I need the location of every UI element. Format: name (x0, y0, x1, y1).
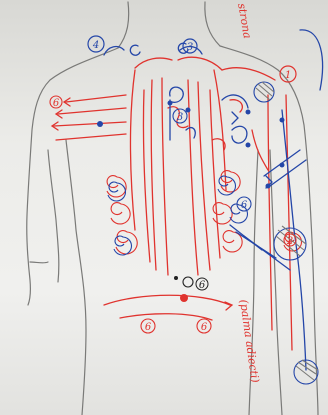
dot-arm-1 (280, 118, 285, 123)
spiral-left-mid (111, 203, 130, 224)
shoulder-arc-right (178, 57, 222, 70)
blue-arrow-1 (232, 112, 238, 124)
center-zig-3 (230, 100, 242, 112)
spiral-left-lower (116, 231, 137, 254)
shoulder-arc-left (135, 58, 172, 68)
dot-arm-2 (280, 163, 285, 168)
dot-center (168, 101, 173, 106)
neck-left (118, 2, 129, 48)
label-neck-right-text: 3 (187, 42, 193, 53)
label-neck-right: 3 (183, 39, 197, 53)
label-waist-right-text: 6 (199, 280, 206, 291)
left-stroke-2 (58, 108, 126, 114)
left-stroke-3 (54, 122, 126, 126)
diag-3 (244, 236, 290, 270)
blue-spiral-left-1 (108, 182, 125, 201)
neck-right (205, 2, 220, 46)
dot-right-1 (246, 110, 251, 115)
label-lower-left-text: 6 (145, 322, 152, 333)
label-neck-left-text: 4 (92, 40, 99, 51)
hatched-shoulder (254, 82, 274, 102)
note-right-side: (palma adiecti) (237, 299, 262, 384)
label-upper-center-text: 3 (177, 112, 183, 123)
left-arm-inner (48, 150, 59, 282)
note-top-right: strona (235, 2, 254, 39)
label-waist-right: 6 (196, 278, 208, 291)
dot-center-2 (186, 108, 191, 113)
label-neck-left: 4 (88, 36, 104, 52)
small-circle-lower (183, 277, 193, 287)
left-side-line (130, 70, 135, 230)
dot-arm-3 (266, 184, 271, 189)
label-lower-right-text: 6 (201, 322, 208, 333)
label-mid-right: 6 (237, 197, 251, 211)
label-mid-right-text: 6 (241, 200, 248, 211)
back-curl-1 (170, 87, 184, 102)
body-outline (27, 2, 318, 415)
left-stroke-4 (56, 134, 126, 140)
right-side-line (214, 70, 226, 190)
label-chest-left-text: 6 (53, 98, 60, 109)
dot-right-2 (246, 143, 251, 148)
label-lower-left: 6 (141, 319, 155, 333)
spiral-right-upper (221, 171, 240, 192)
back-curl-2 (186, 128, 195, 138)
neck-arc-left (104, 47, 124, 55)
dot-black-lower (174, 276, 178, 280)
arm-line-3 (252, 130, 268, 170)
lower-arc (104, 295, 230, 305)
right-curl (232, 126, 247, 143)
right-arm-inner (270, 150, 282, 415)
shoulder-arc-far (222, 68, 275, 80)
arm-line-1 (268, 95, 272, 330)
blue-spiral-left-2 (114, 236, 131, 255)
dots (97, 101, 285, 303)
circled-labels: 4 3 1 6 3 6 6 6 (50, 36, 296, 333)
lower-arc-2 (120, 314, 212, 320)
left-torso (66, 140, 86, 415)
left-stroke-1 (66, 95, 126, 102)
label-chest-left: 6 (50, 96, 62, 109)
arm-curve-right (300, 30, 323, 90)
label-shoulder-right-text: 1 (285, 70, 291, 81)
arm-line-2 (286, 95, 292, 350)
dot-red-lower (180, 294, 188, 302)
right-shoulder (220, 46, 318, 415)
label-lower-right: 6 (197, 319, 211, 333)
neck-spiral-left (130, 45, 140, 55)
spine-line-5 (143, 90, 150, 262)
spine-line-6 (210, 90, 220, 258)
blue-spiral-right-1 (218, 176, 235, 195)
blue-spirals (108, 176, 247, 255)
spine-line-4 (198, 82, 210, 270)
label-upper-center: 3 (173, 109, 187, 123)
spine-line-2 (162, 78, 168, 275)
left-wrist-mark (30, 262, 48, 263)
left-shoulder (27, 48, 118, 305)
dot-left (97, 121, 103, 127)
label-arm-mid-text: 2 (286, 236, 293, 247)
right-wave (222, 95, 248, 108)
spine-line-1 (151, 80, 156, 270)
